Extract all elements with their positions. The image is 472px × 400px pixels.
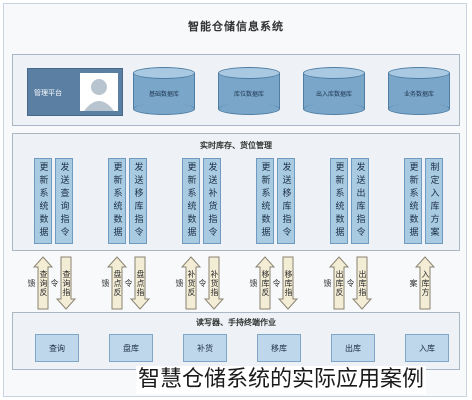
arrow-label: 补货指令 (198, 269, 219, 297)
down-arrow-icon: 盘点指令 (124, 256, 151, 310)
user-avatar-icon (80, 73, 118, 111)
arrow-label: 出库指令 (346, 269, 367, 297)
arrow-label: 盘点反馈 (101, 269, 122, 297)
operation-box: 盘库 (109, 334, 153, 362)
diagram-title: 智能仓储信息系统 (188, 20, 284, 33)
operation-box: 移库 (257, 334, 301, 362)
arrow-label: 补货反馈 (175, 269, 196, 297)
process-column: 更新系统数据 (330, 158, 348, 244)
up-arrow-icon: 入库方案 (409, 256, 436, 310)
down-arrow-icon: 补货指令 (198, 256, 225, 310)
process-column: 更新系统数据 (182, 158, 200, 244)
down-arrow-icon: 查询指令 (50, 256, 77, 310)
process-column: 发送移库指令 (277, 158, 295, 244)
arrow-label: 入库方案 (409, 269, 430, 297)
arrow-label: 盘点指令 (124, 269, 145, 297)
down-arrow-icon: 移库指令 (272, 256, 299, 310)
terminal-operations-label: 读写器、手持终端作业 (196, 318, 276, 327)
arrow-label: 移库反馈 (249, 269, 270, 297)
operation-box: 补货 (183, 334, 227, 362)
down-arrow-icon: 出库指令 (346, 256, 373, 310)
process-column: 发送出库指令 (351, 158, 369, 244)
database-layer-panel: 管理平台 基础数据库 库位数据库 出入库数据库 业务数据库 (12, 54, 460, 126)
database-icon: 库位数据库 (218, 67, 280, 115)
process-column: 更新系统数据 (34, 158, 52, 244)
arrow-label: 查询反馈 (27, 269, 48, 297)
database-label: 库位数据库 (233, 91, 264, 98)
operation-box: 入库 (405, 334, 449, 362)
database-label: 出入库数据库 (315, 91, 352, 98)
operation-box: 出库 (331, 334, 375, 362)
process-column: 更新系统数据 (256, 158, 274, 244)
arrow-label: 查询指令 (50, 269, 71, 297)
inventory-management-panel: 实时库存、货位管理 更新系统数据 发送查询指令 更新系统数据 发送移库指令 更新… (12, 133, 460, 251)
up-arrow-icon: 补货反馈 (175, 256, 202, 310)
management-platform-box: 管理平台 (27, 68, 123, 116)
up-arrow-icon: 移库反馈 (249, 256, 276, 310)
up-arrow-icon: 盘点反馈 (101, 256, 128, 310)
database-icon: 基础数据库 (133, 67, 195, 115)
arrow-label: 移库指令 (272, 269, 293, 297)
process-column: 发送查询指令 (55, 158, 73, 244)
image-caption: 智慧仓储系统的实际应用案例 (136, 366, 427, 394)
process-column: 更新系统数据 (108, 158, 126, 244)
operation-box: 查询 (35, 334, 79, 362)
inventory-management-label: 实时库存、货位管理 (200, 141, 272, 150)
database-icon: 出入库数据库 (303, 67, 365, 115)
terminal-operations-panel: 读写器、手持终端作业 查询 盘库 补货 移库 出库 入库 (12, 312, 460, 370)
database-label: 业务数据库 (403, 91, 434, 98)
process-column: 制定入库方案 (425, 158, 443, 244)
up-arrow-icon: 出库反馈 (323, 256, 350, 310)
process-column: 发送补货指令 (203, 158, 221, 244)
arrow-label: 出库反馈 (323, 269, 344, 297)
process-column: 更新系统数据 (404, 158, 422, 244)
process-column: 发送移库指令 (129, 158, 147, 244)
database-icon: 业务数据库 (388, 67, 450, 115)
management-platform-label: 管理平台 (34, 89, 62, 97)
up-arrow-icon: 查询反馈 (27, 256, 54, 310)
database-label: 基础数据库 (148, 91, 179, 98)
